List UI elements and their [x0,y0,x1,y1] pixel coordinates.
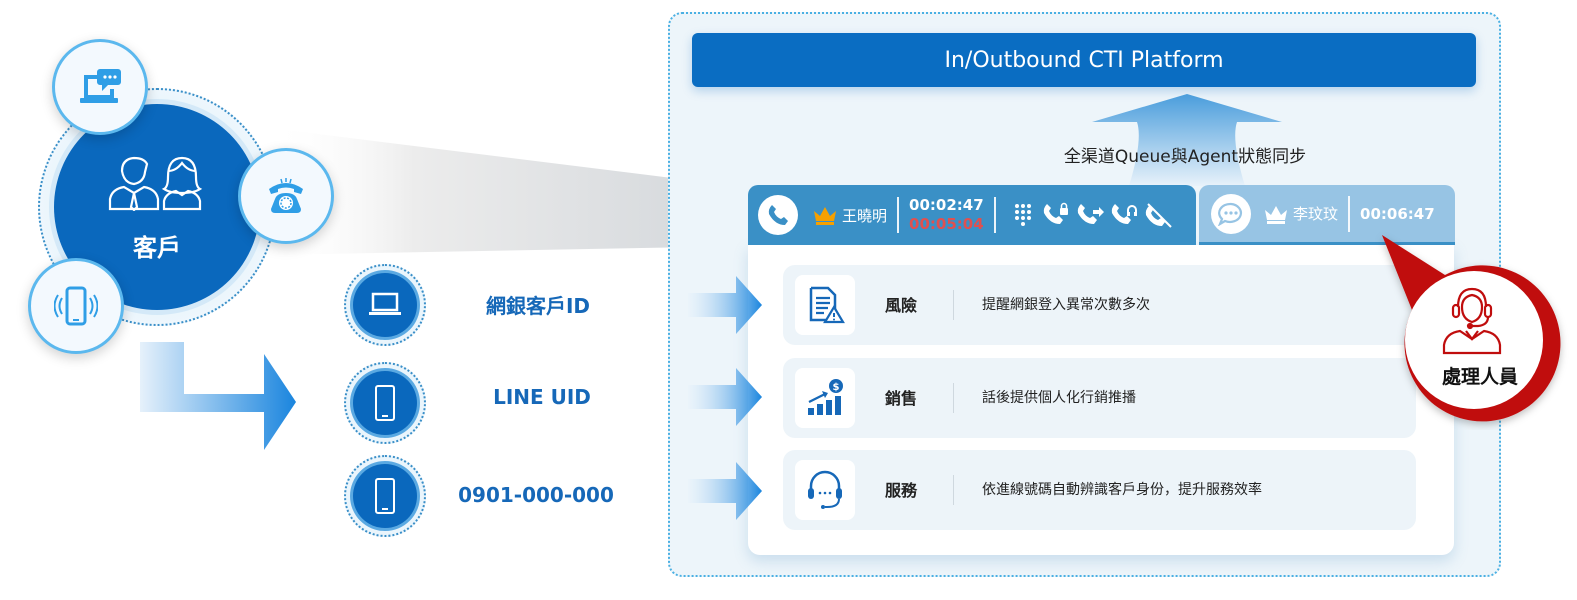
total-timer: 00:05:04 [909,215,984,233]
flow-arrow-right [140,342,296,450]
insight-row-risk: 風險 提醒網銀登入異常次數多次 [783,265,1416,345]
vibrating-mobile-icon [54,286,98,326]
row-description: 話後提供個人化行銷推播 [982,390,1136,406]
divider [953,290,954,320]
divider [1348,195,1351,232]
row-title: 服務 [885,481,918,500]
svg-text:$: $ [833,382,840,393]
crown-icon [814,207,836,225]
agent-name: 李玟玟 [1293,205,1339,223]
transfer-call-icon[interactable] [1074,200,1108,230]
row-arrow [688,368,762,426]
divider [993,197,996,233]
channel-online-banking [344,264,426,346]
channel-label: 0901-000-000 [458,483,614,507]
sales-growth-icon: $ [795,368,855,428]
tab-chat[interactable]: 李玟玟 00:06:47 [1199,185,1455,245]
divider [953,383,954,413]
agent-headset-icon [1442,287,1502,355]
crown-icon [1265,205,1287,224]
row-arrow [688,276,762,334]
row-title: 銷售 [885,389,918,408]
channel-label: LINE UID [493,385,591,409]
agent-callout-label: 處理人員 [1441,366,1518,388]
insight-row-service: 服務 依進線號碼自動辨識客戶身份，提升服務效率 [783,450,1416,530]
satellite-telephone [238,148,334,244]
divider [953,475,954,505]
hangup-icon[interactable] [1142,200,1176,230]
laptop-chat-icon [80,69,121,103]
dialpad-icon[interactable] [1006,200,1040,230]
mobile-icon [375,385,395,421]
customer-label: 客戶 [133,234,181,262]
row-description: 提醒網銀登入異常次數多次 [982,297,1150,313]
phone-icon [758,195,798,235]
satellite-web-chat [52,39,148,135]
laptop-icon [369,292,401,315]
channel-label: 網銀客戶ID [485,294,591,318]
channel-line [344,362,426,444]
row-description: 依進線號碼自動辨識客戶身份，提升服務效率 [982,482,1262,498]
row-title: 風險 [885,296,918,315]
insight-row-sales: $ 銷售 話後提供個人化行銷推播 [783,358,1416,438]
satellite-mobile [28,258,124,354]
sync-up-arrow [1092,94,1282,186]
telephone-icon [269,178,303,213]
divider [897,197,900,233]
consult-call-icon[interactable] [1108,200,1142,230]
cti-platform-title: In/Outbound CTI Platform [692,33,1476,87]
people-icon [108,156,203,211]
tab-call-active[interactable]: 王曉明 00:02:47 00:05:04 [748,185,1196,245]
hold-call-icon[interactable] [1040,200,1074,230]
mobile-icon [375,478,395,514]
call-timer: 00:02:47 [909,196,984,214]
document-warning-icon [795,275,855,335]
chat-timer: 00:06:47 [1360,204,1435,223]
agent-name: 王曉明 [842,206,888,225]
sync-label: 全渠道Queue與Agent狀態同步 [1063,147,1307,167]
chat-icon [1211,193,1251,234]
row-arrow [688,462,762,520]
channel-phone-number [344,455,426,537]
headset-icon [795,460,855,520]
